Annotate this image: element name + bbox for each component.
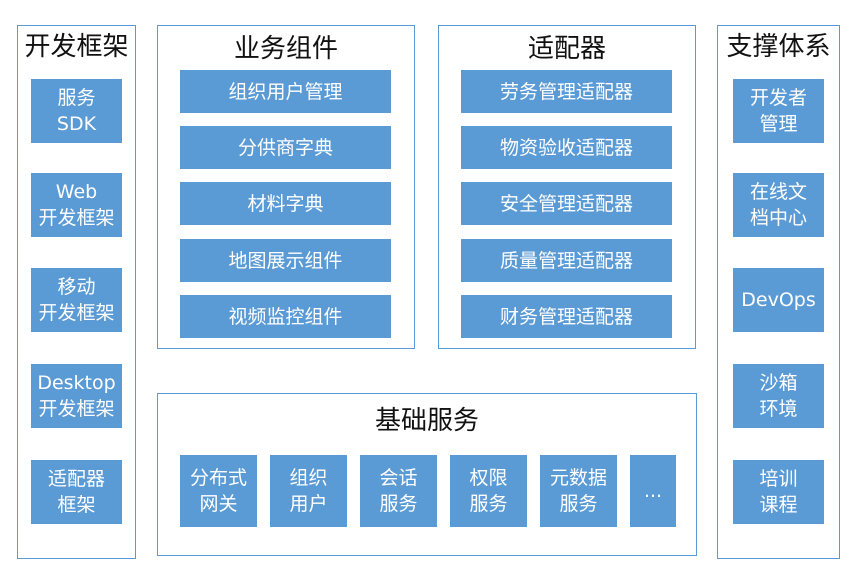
tile-metadata-service: 元数据 服务 xyxy=(540,455,617,527)
tile-session-service: 会话 服务 xyxy=(360,455,437,527)
tile-material-acceptance-adapter: 物资验收适配器 xyxy=(461,126,672,169)
tile-quality-adapter: 质量管理适配器 xyxy=(461,239,672,282)
tile-permission-service: 权限 服务 xyxy=(450,455,527,527)
tile-safety-adapter: 安全管理适配器 xyxy=(461,182,672,225)
business-components-title: 业务组件 xyxy=(233,34,338,64)
base-services-panel: 基础服务 分布式 网关 组织 用户 会话 服务 权限 服务 元数据 服务 ... xyxy=(157,393,697,556)
adapters-title: 适配器 xyxy=(527,34,606,64)
tile-org-user-mgmt: 组织用户管理 xyxy=(180,70,391,113)
adapters-panel: 适配器 劳务管理适配器 物资验收适配器 安全管理适配器 质量管理适配器 财务管理… xyxy=(438,25,696,349)
base-services-title: 基础服务 xyxy=(374,406,479,436)
support-system-title: 支撑体系 xyxy=(726,32,831,62)
tile-training: 培训 课程 xyxy=(733,460,824,524)
business-components-panel: 业务组件 组织用户管理 分供商字典 材料字典 地图展示组件 视频监控组件 xyxy=(157,25,415,349)
tile-devops: DevOps xyxy=(733,268,824,332)
tile-desktop-framework: Desktop 开发框架 xyxy=(31,364,122,428)
tile-mobile-framework: 移动 开发框架 xyxy=(31,268,122,332)
tile-labor-adapter: 劳务管理适配器 xyxy=(461,70,672,113)
tile-org-user: 组织 用户 xyxy=(270,455,347,527)
dev-frameworks-title: 开发框架 xyxy=(24,32,129,62)
tile-distributed-gateway: 分布式 网关 xyxy=(180,455,257,527)
tile-web-framework: Web 开发框架 xyxy=(31,173,122,237)
tile-material-dict: 材料字典 xyxy=(180,182,391,225)
support-system-panel: 支撑体系 开发者 管理 在线文 档中心 DevOps 沙箱 环境 培训 课程 xyxy=(717,25,840,559)
tile-supplier-dict: 分供商字典 xyxy=(180,126,391,169)
tile-video-monitor: 视频监控组件 xyxy=(180,295,391,338)
tile-developer-mgmt: 开发者 管理 xyxy=(733,79,824,143)
tile-more: ... xyxy=(630,455,676,527)
dev-frameworks-panel: 开发框架 服务 SDK Web 开发框架 移动 开发框架 Desktop 开发框… xyxy=(17,25,136,559)
tile-service-sdk: 服务 SDK xyxy=(31,79,122,143)
tile-online-docs: 在线文 档中心 xyxy=(733,173,824,237)
tile-finance-adapter: 财务管理适配器 xyxy=(461,295,672,338)
tile-sandbox: 沙箱 环境 xyxy=(733,364,824,428)
tile-adapter-framework: 适配器 框架 xyxy=(31,460,122,524)
tile-map-display: 地图展示组件 xyxy=(180,239,391,282)
